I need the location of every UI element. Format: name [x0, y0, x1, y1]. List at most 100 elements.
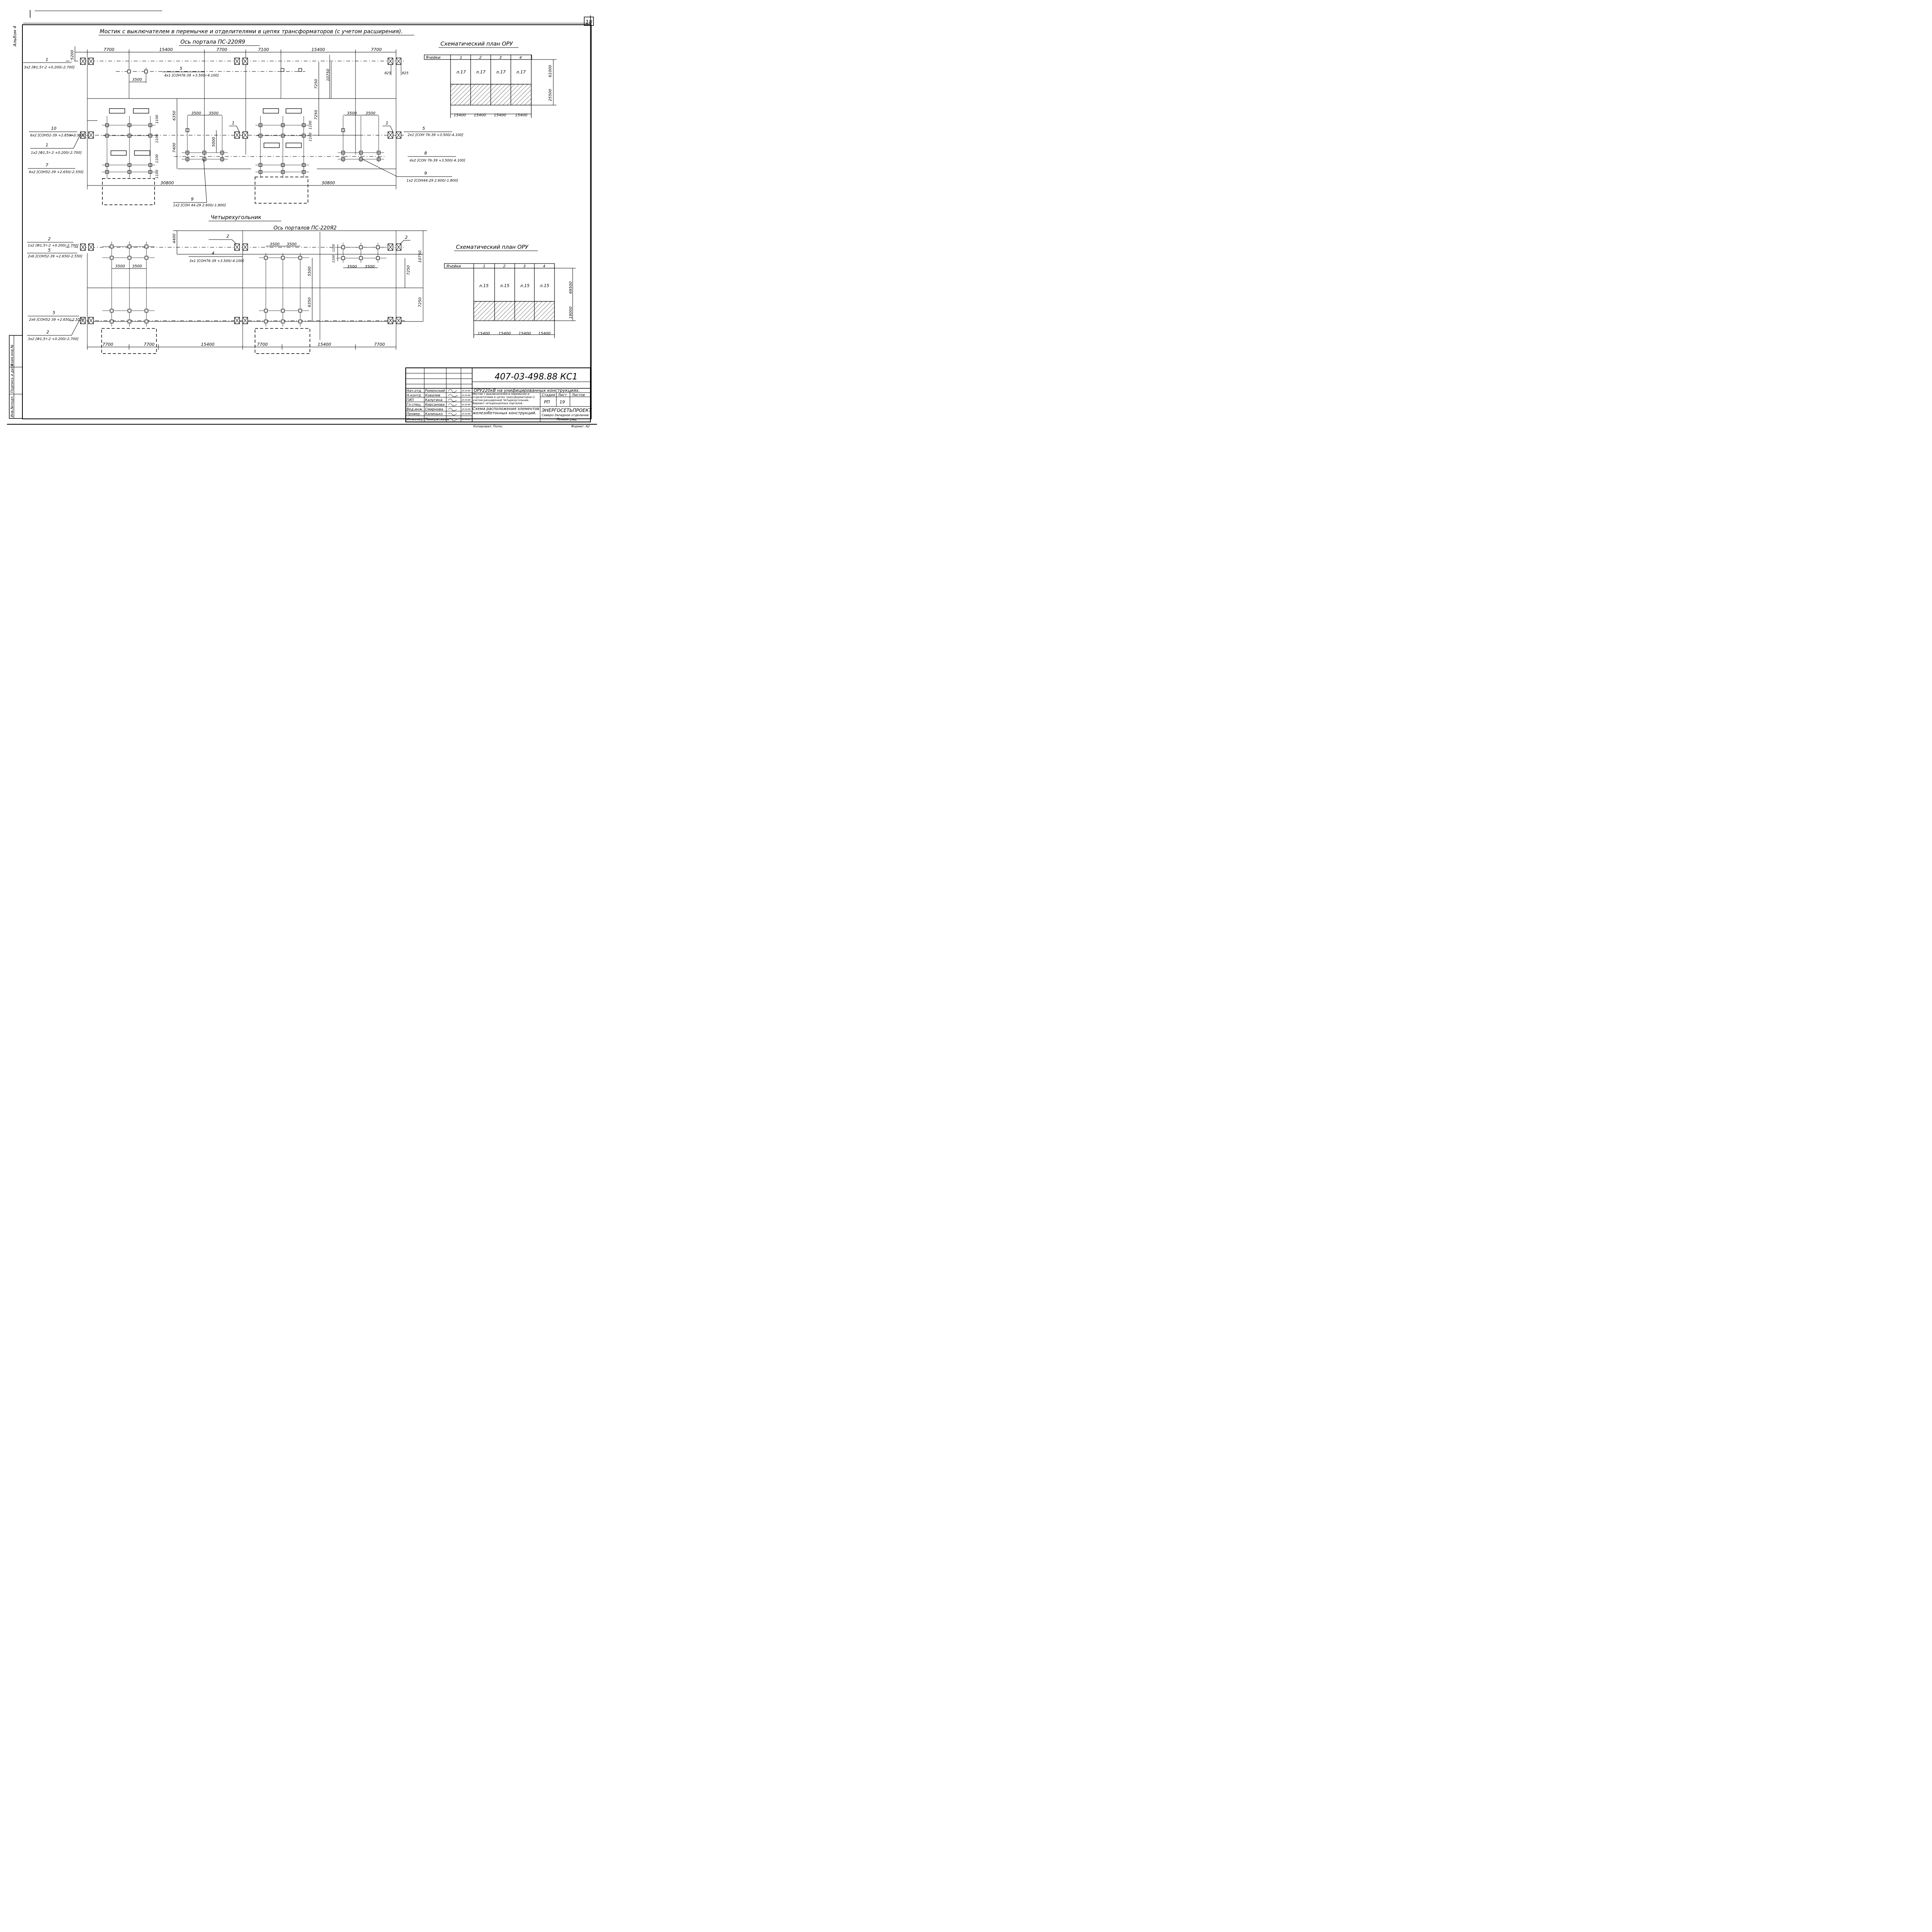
name-6: Калинько — [425, 412, 443, 416]
s1-dim-30800-b: 30800 — [321, 180, 335, 185]
plan1-width-2: 15400 — [474, 113, 486, 117]
s1-callout-5b-num: 5 — [422, 126, 425, 131]
stage-label: Стадия — [542, 393, 555, 397]
sheet-frame: 18 Альбом 4 — [7, 10, 597, 425]
role-4: Гл.спец. — [406, 403, 422, 407]
plan2-cell-4: 4 — [543, 264, 545, 269]
paper-format: Формат: А2 — [571, 425, 590, 428]
date-6: 20.04.88 — [462, 413, 470, 415]
date-4: 20.04.88 — [462, 404, 470, 406]
s1-dim-1100-a: 1100 — [155, 115, 159, 124]
s1-callout-8-spec: 4х2 [СОН 76-39 +3.500/-4.100] — [410, 159, 466, 163]
s2-dim-3500-e: 3500 — [347, 265, 357, 269]
name-3: Калугина — [425, 398, 442, 402]
plan1-cell-4: 4 — [519, 56, 522, 60]
s2-dim-10750: 10750 — [418, 250, 422, 263]
plan1-width-1: 15400 — [454, 113, 466, 117]
s1-dim-10750: 10750 — [326, 69, 330, 81]
signatures — [448, 389, 458, 421]
s1-dim-top-3: 7700 — [216, 47, 227, 52]
s1-callout-1-spec: 3х2 [Ф1,5т-2 +0.200/-2.700] — [24, 66, 75, 70]
s2-callout-4-spec: 3х1 [СОН76-39 +3.500/-4.100] — [189, 259, 244, 263]
side-stamp-replace: Взам.инв.№ — [10, 345, 14, 366]
date-2: 20.04.88 — [462, 395, 470, 397]
s1-dim-5000: 5000 — [212, 137, 216, 147]
s1-callout-1d-num: 1 — [386, 121, 388, 126]
side-stamp: Инв.№подл. Подпись и дата Взам.инв.№ — [9, 335, 23, 419]
role-3: ГИП — [406, 398, 414, 402]
s2-dim-3500-d: 3500 — [287, 242, 296, 247]
name-5: Смирнова — [425, 408, 443, 412]
name-1: Роменский — [425, 389, 445, 393]
s2-dim-1100-b: 1100 — [332, 255, 335, 263]
s1-callout-9b-spec: 1х2 [СОН44-29 2.600/-1.800] — [406, 179, 458, 183]
s1-callout-5b-spec: 2х1 [СОН 76-39 +3.500/-4.100] — [408, 133, 464, 137]
s2-dim-3500-b: 3500 — [132, 264, 142, 269]
role-2: Н.контр. — [406, 394, 422, 398]
s1-dim-1100-e: 1100 — [309, 121, 313, 129]
scheme2-axis-label: Ось порталов ПС-220Я2 — [274, 225, 337, 231]
s1-dim-30800-a: 30800 — [160, 180, 174, 185]
org-branch: Северо-Западное отделение — [542, 413, 589, 417]
name-4: Кирсанова — [425, 403, 445, 407]
s1-dim-7250-b: 7250 — [314, 110, 318, 120]
date-3: 20.04.88 — [462, 399, 470, 401]
s2-dim-3500-f: 3500 — [365, 265, 374, 269]
plan1-ref-3: л.17 — [496, 70, 506, 75]
s1-dim-top-6: 7700 — [371, 47, 382, 52]
s2-dim-5500: 5500 — [308, 267, 312, 276]
plan2-cell-2: 2 — [503, 264, 505, 269]
plan1-dim-2: 25500 — [548, 89, 553, 101]
name-2: Ковалев — [425, 394, 440, 398]
s1-dim-1100-d: 1100 — [155, 170, 159, 179]
s1-dim-7400: 7400 — [172, 143, 177, 153]
plan2-title: Схематический план ОРУ — [456, 244, 529, 250]
s2-callout-5a-num: 5 — [48, 248, 51, 253]
scheme1-title: Мостик с выключателем в перемычке и отде… — [100, 29, 403, 35]
plan2-width-4: 15400 — [538, 332, 551, 336]
s1-dim-top-5: 15400 — [311, 47, 325, 52]
s1-callout-1-num: 1 — [46, 57, 48, 62]
plan2-ref-1: л.15 — [479, 283, 489, 288]
s2-dim-bottom-6: 7700 — [374, 342, 385, 347]
plan2-dim-1: 69500 — [569, 281, 573, 294]
side-stamp-sign: Подпись и дата — [10, 364, 14, 393]
plan2-header: Ячейки — [446, 264, 461, 269]
drawing-canvas: 18 Альбом 4 Инв.№подл. Подпись и дата Вз… — [7, 10, 597, 428]
plan1-dim-1: 61000 — [548, 65, 553, 77]
side-stamp-inv: Инв.№подл. — [10, 396, 14, 417]
s1-callout-10-num: 10 — [51, 126, 56, 131]
scheme-bridge: Мостик с выключателем в перемычке и отде… — [23, 29, 466, 207]
s1-callout-9b-num: 9 — [424, 171, 427, 176]
plan1-cell-2: 2 — [479, 56, 481, 60]
drawing-sheet: 18 Альбом 4 Инв.№подл. Подпись и дата Вз… — [0, 0, 606, 437]
s2-dim-bottom-3: 15400 — [201, 342, 214, 347]
drawing-name: Схема расположения элементов железобетон… — [473, 407, 539, 415]
s1-callout-5-spec: 4х1 [СОН76-39 +3.500/-4.100] — [164, 74, 219, 78]
s1-dim-3500-c: 3500 — [209, 111, 218, 116]
album-note: Альбом 4 — [12, 26, 17, 47]
plan1-cell-3: 3 — [499, 56, 502, 60]
s2-dim-bottom-1: 7700 — [102, 342, 113, 347]
s1-callout-10-spec: 6х2 [СОН52-39 +2.850/-2.350] — [30, 134, 85, 138]
sheet-value: 19 — [560, 400, 565, 405]
plan2-cell-3: 3 — [523, 264, 526, 269]
s2-callout-2a-num: 2 — [48, 236, 51, 242]
role-1: Нач.отд. — [406, 389, 422, 393]
s1-dim-3500-d: 3500 — [347, 111, 357, 116]
plan-oru-1: Схематический план ОРУ Ячейки 1 2 3 4 л.… — [424, 41, 556, 118]
plan2-width-1: 15400 — [478, 332, 490, 336]
s1-callout-1b-spec: 1х2 [Ф1,5т-2 +0.200/-2.700] — [31, 151, 82, 155]
plan1-ref-4: л.17 — [516, 70, 526, 75]
plan2-width-2: 15400 — [498, 332, 511, 336]
s1-dim-825-b: 825 — [402, 71, 408, 75]
s1-dim-top-2: 15400 — [159, 47, 173, 52]
date-1: 20.04.88 — [462, 390, 470, 392]
plan2-ref-4: л.15 — [539, 283, 549, 288]
s1-dim-top-4: 7100 — [258, 47, 269, 52]
s2-dim-7250-a: 7250 — [406, 265, 411, 275]
name-7: Панкратьева — [425, 418, 449, 422]
sheet-description: Мостик с выключателем в перемычке и отде… — [473, 393, 535, 405]
plan1-title: Схематический план ОРУ — [440, 41, 514, 47]
doc-code: 407-03-498.88 КС1 — [495, 372, 578, 382]
